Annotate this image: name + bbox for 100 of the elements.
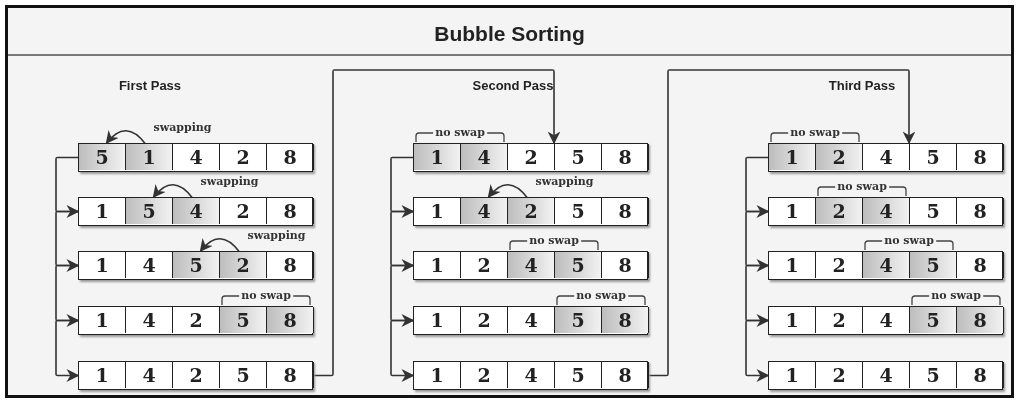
array-row	[413, 197, 648, 226]
array-row	[78, 143, 313, 172]
array-cell: 1	[769, 144, 816, 170]
array-cell: 8	[957, 198, 1004, 224]
array-row	[768, 251, 1003, 280]
array-cell: 1	[126, 144, 173, 170]
array-cell: 4	[461, 144, 508, 170]
array-row	[413, 361, 648, 390]
arrow	[312, 69, 561, 377]
array-row	[413, 143, 648, 172]
array-cell: 8	[602, 252, 649, 278]
bracket-label: no swap	[239, 290, 293, 302]
array-cell: 4	[508, 362, 555, 388]
array-row	[78, 306, 313, 335]
array-row	[78, 361, 313, 390]
array-cell: 8	[602, 144, 649, 170]
array-cell: 8	[267, 307, 314, 333]
bracket-label: no swap	[835, 181, 889, 193]
array-row	[413, 251, 648, 280]
arrow	[390, 156, 415, 218]
edge-label: swapping	[533, 176, 596, 188]
bracket-label: no swap	[433, 127, 487, 139]
arrow	[745, 319, 770, 382]
array-cell: 4	[508, 252, 555, 278]
edge-label: swapping	[151, 122, 214, 134]
array-cell: 8	[267, 144, 314, 170]
array-cell: 8	[957, 362, 1004, 388]
array-cell: 1	[414, 144, 461, 170]
pass-heading: Second Pass	[471, 78, 555, 93]
array-cell: 4	[863, 362, 910, 388]
array-cell: 8	[602, 307, 649, 333]
array-cell: 2	[220, 198, 267, 224]
array-cell: 5	[910, 307, 957, 333]
edge-label: swapping	[245, 230, 308, 242]
swap-arrow	[152, 183, 194, 199]
swap-arrow	[199, 237, 241, 253]
array-cell: 1	[414, 362, 461, 388]
array-row	[768, 361, 1003, 390]
array-cell: 5	[220, 307, 267, 333]
arrow	[745, 264, 770, 327]
array-cell: 5	[126, 198, 173, 224]
array-cell: 2	[508, 144, 555, 170]
array-row	[768, 143, 1003, 172]
array-cell: 5	[79, 144, 126, 170]
array-cell: 5	[555, 198, 602, 224]
array-cell: 4	[126, 307, 173, 333]
array-cell: 5	[910, 252, 957, 278]
array-cell: 8	[957, 144, 1004, 170]
array-cell: 4	[173, 144, 220, 170]
array-cell: 5	[555, 252, 602, 278]
array-cell: 2	[220, 252, 267, 278]
array-cell: 1	[769, 252, 816, 278]
array-cell: 1	[769, 362, 816, 388]
array-cell: 5	[910, 362, 957, 388]
array-cell: 4	[863, 252, 910, 278]
edge-label: swapping	[198, 176, 261, 188]
swap-arrow	[487, 183, 529, 199]
array-cell: 4	[863, 144, 910, 170]
arrow	[390, 319, 415, 382]
array-cell: 4	[126, 362, 173, 388]
array-cell: 1	[79, 252, 126, 278]
title: Bubble Sorting	[433, 22, 586, 45]
bracket-label: no swap	[574, 290, 628, 302]
array-cell: 1	[414, 252, 461, 278]
array-cell: 5	[910, 144, 957, 170]
arrow	[55, 210, 80, 272]
array-cell: 4	[173, 198, 220, 224]
array-cell: 4	[863, 198, 910, 224]
array-cell: 8	[267, 362, 314, 388]
array-cell: 8	[602, 198, 649, 224]
array-row	[78, 251, 313, 280]
swap-arrow	[105, 129, 147, 145]
array-cell: 5	[555, 307, 602, 333]
array-cell: 1	[769, 307, 816, 333]
array-cell: 5	[555, 362, 602, 388]
arrow	[55, 264, 80, 327]
arrow	[390, 264, 415, 327]
arrow	[745, 210, 770, 272]
array-cell: 8	[602, 362, 649, 388]
array-cell: 2	[220, 144, 267, 170]
array-cell: 5	[910, 198, 957, 224]
array-cell: 2	[816, 307, 863, 333]
array-cell: 8	[957, 252, 1004, 278]
arrow	[55, 156, 80, 218]
array-cell: 5	[173, 252, 220, 278]
array-row	[768, 306, 1003, 335]
array-cell: 2	[461, 362, 508, 388]
array-row	[78, 197, 313, 226]
array-cell: 5	[220, 362, 267, 388]
arrow	[390, 210, 415, 272]
array-cell: 2	[816, 144, 863, 170]
array-cell: 2	[816, 198, 863, 224]
array-cell: 1	[414, 307, 461, 333]
array-cell: 8	[267, 252, 314, 278]
array-cell: 1	[79, 362, 126, 388]
bracket-label: no swap	[788, 127, 842, 139]
array-cell: 8	[267, 198, 314, 224]
arrow	[745, 156, 770, 218]
array-cell: 5	[555, 144, 602, 170]
array-cell: 2	[508, 198, 555, 224]
